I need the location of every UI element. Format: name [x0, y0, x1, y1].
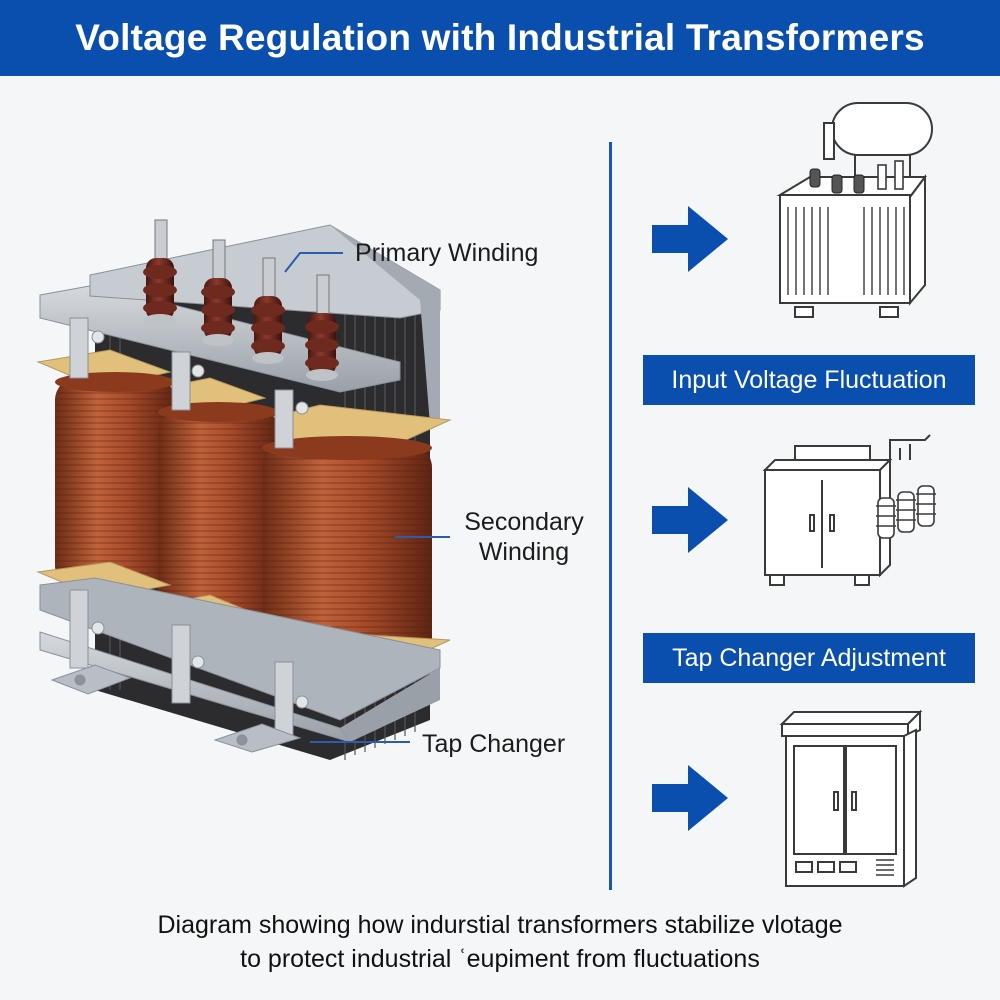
coil-middle	[158, 402, 278, 633]
cabinet-transformer-icon	[762, 434, 936, 586]
coil-left	[55, 372, 175, 588]
right-arrow-icon	[652, 487, 728, 553]
oil-transformer-icon	[776, 102, 933, 318]
right-arrow-icon	[652, 765, 728, 831]
title-bar: Voltage Regulation with Industrial Trans…	[0, 0, 1000, 76]
vertical-divider	[609, 142, 612, 890]
coil-right	[262, 436, 432, 667]
bottom-clamp-frame	[39, 577, 441, 743]
caption-line-1: Diagram showing how indurstial transform…	[157, 911, 843, 939]
top-vertical-clamps	[69, 317, 309, 449]
copper-coils	[55, 372, 432, 667]
label-secondary-line1: Secondary	[464, 508, 584, 536]
banner-tap-changer-adjustment: Tap Changer Adjustment	[643, 633, 975, 683]
primary-bushings	[143, 219, 339, 381]
right-arrow-icon	[652, 206, 728, 272]
label-primary-winding: Primary Winding	[355, 239, 539, 267]
electrical-cabinet-icon	[779, 709, 923, 888]
label-leader-lines	[284, 252, 450, 743]
caption-line-2: to protect industrial ʿeupiment from flu…	[240, 945, 760, 973]
mounting-feet	[50, 664, 302, 753]
page-title: Voltage Regulation with Industrial Trans…	[75, 17, 925, 58]
label-secondary-winding: Secondary Winding	[450, 507, 598, 567]
diagram-caption: Diagram showing how indurstial transform…	[60, 908, 940, 976]
banner-input-voltage-fluctuation: Input Voltage Fluctuation	[643, 355, 975, 405]
label-tap-changer: Tap Changer	[422, 730, 566, 758]
label-secondary-line2: Winding	[478, 538, 570, 566]
